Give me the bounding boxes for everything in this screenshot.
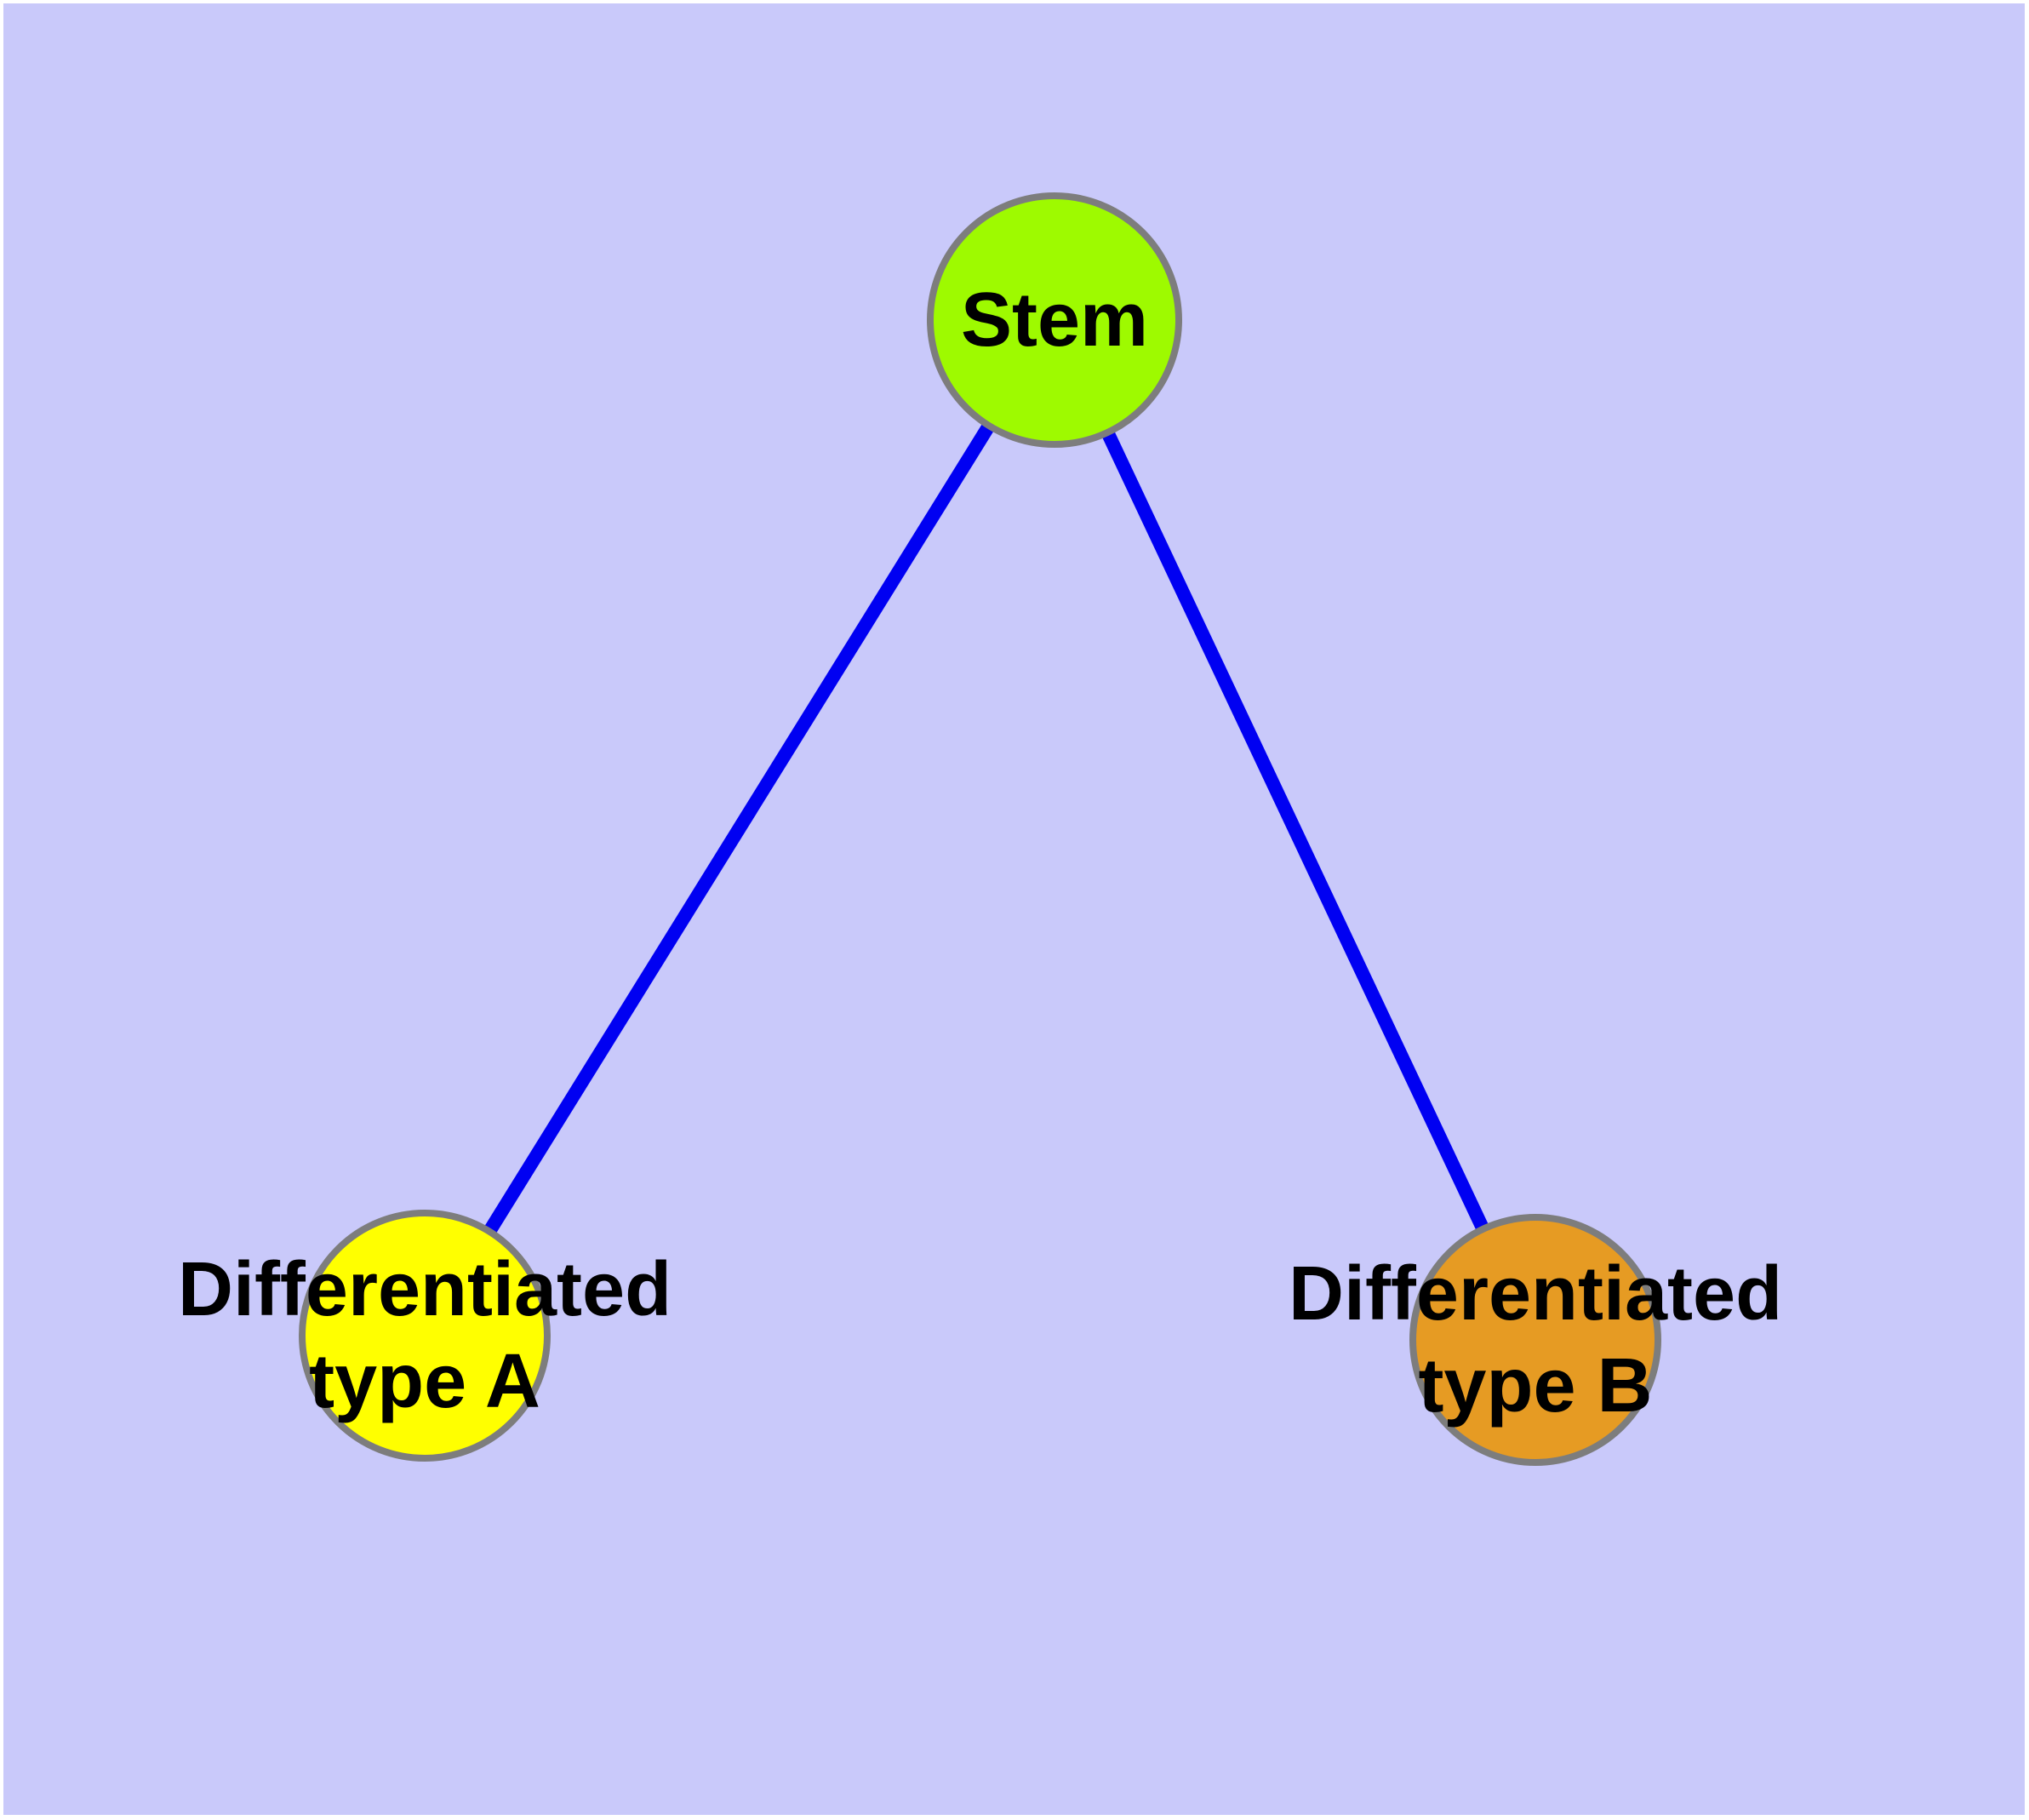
node-label-differentiated-type-b: Differentiated type B (1289, 1248, 1782, 1432)
edge-stem-to-type-b (1048, 317, 1542, 1343)
node-label-type-b-line1: Differentiated (1288, 1251, 1783, 1336)
node-label-type-a-line1: Differentiated (177, 1247, 672, 1332)
edge-stem-to-type-a (419, 316, 1060, 1340)
node-differentiated-type-a (299, 1210, 551, 1462)
node-label-type-b-line2: type B (1418, 1343, 1653, 1428)
node-label-stem-text: Stem (960, 278, 1149, 363)
node-stem (927, 192, 1182, 448)
node-differentiated-type-b (1409, 1214, 1661, 1466)
graph-canvas: Stem Differentiated type A Differentiate… (3, 3, 2025, 1815)
node-label-differentiated-type-a: Differentiated type A (178, 1244, 672, 1428)
edges-layer (419, 316, 1542, 1343)
node-label-stem: Stem (961, 274, 1148, 366)
node-label-type-a-line2: type A (309, 1339, 540, 1424)
